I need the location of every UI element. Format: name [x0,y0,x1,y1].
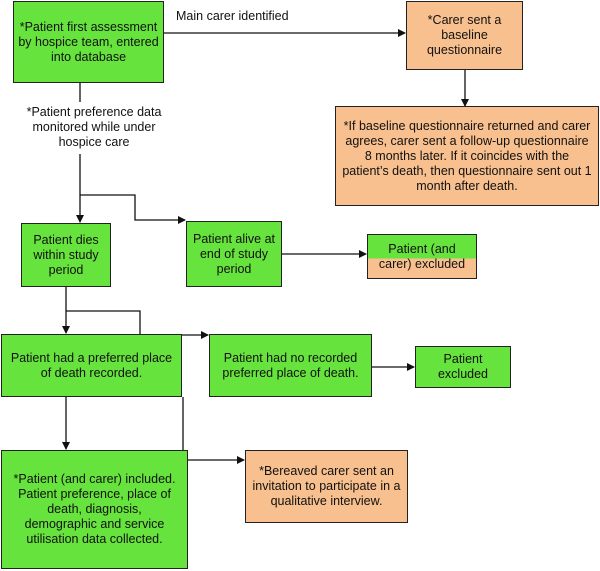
box-carer-baseline-text: *Carer sent a baseline questionnaire [426,13,503,57]
label-main-carer-text: Main carer identified [176,9,289,23]
box-first-assessment-text: *Patient first assessment by hospice tea… [18,19,159,64]
box-patient-carer-excluded-text: Patient (and carer) excluded [378,241,466,271]
box-patient-excluded: Patient excluded [415,346,511,388]
box-no-preferred: Patient had no recorded preferred place … [209,334,372,397]
box-bereaved-interview-text: *Bereaved carer sent an invitation to pa… [252,464,401,508]
arrow-monitor-to-alive [80,194,186,224]
box-followup: *If baseline questionnaire returned and … [335,106,599,206]
box-patient-excluded-text: Patient excluded [437,352,489,381]
box-patient-carer-excluded: Patient (and carer) excluded [367,234,477,279]
label-preference-monitored: *Patient preference data monitored while… [20,105,168,150]
box-preferred-recorded: Patient had a preferred place of death r… [1,334,182,397]
box-included-text: *Patient (and carer) included. Patient p… [13,472,176,546]
box-preferred-recorded-text: Patient had a preferred place of death r… [10,350,173,380]
box-included: *Patient (and carer) included. Patient p… [1,450,188,569]
box-patient-dies: Patient dies within study period [21,223,111,287]
box-patient-alive-text: Patient alive at end of study period [193,231,275,276]
box-followup-text: *If baseline questionnaire returned and … [342,118,592,193]
box-bereaved-interview: *Bereaved carer sent an invitation to pa… [245,450,408,523]
label-main-carer: Main carer identified [176,9,336,24]
box-patient-alive: Patient alive at end of study period [186,221,282,287]
box-first-assessment: *Patient first assessment by hospice tea… [13,1,164,83]
label-preference-monitored-text: *Patient preference data monitored while… [26,105,162,149]
arrow-dies-to-nopreferred [66,310,209,339]
box-no-preferred-text: Patient had no recorded preferred place … [222,350,359,380]
box-patient-dies-text: Patient dies within study period [33,232,99,277]
box-carer-baseline: *Carer sent a baseline questionnaire [406,1,523,70]
arrow-preferred-to-bereaved [182,397,245,464]
